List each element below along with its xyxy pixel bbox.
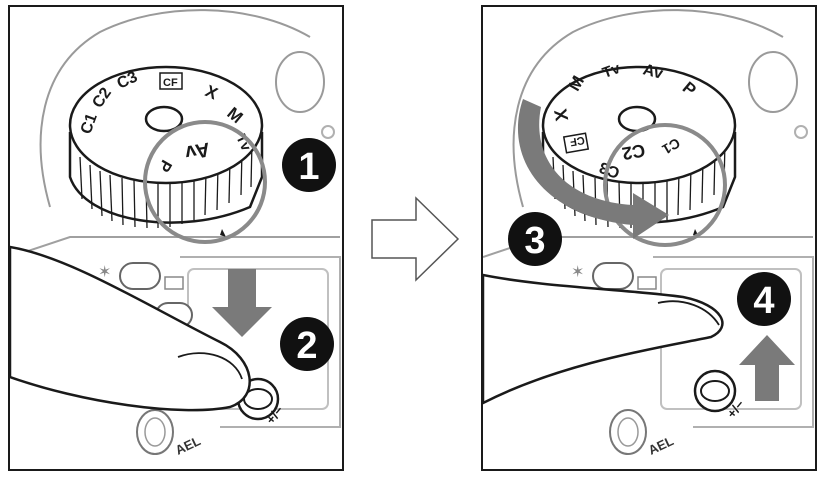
- step-panel-press: ✶ AEL +/− C1 C2: [8, 5, 344, 471]
- ael-button: [610, 410, 646, 454]
- knob: [749, 52, 797, 112]
- mode-dial: C1 C2 C3 CF X M Tv Av P: [70, 67, 262, 237]
- camera-illustration-right: ✶ AEL +/− CF X: [483, 7, 815, 469]
- dial-mode-label: C2: [621, 140, 647, 164]
- step-number: 1: [298, 146, 319, 188]
- step-number: 2: [296, 325, 317, 367]
- knob: [276, 52, 324, 112]
- ael-button: [137, 410, 173, 454]
- light-button: [120, 263, 160, 289]
- dial-mode-label: Av: [182, 138, 211, 164]
- camera-illustration-left: ✶ AEL +/− C1 C2: [10, 7, 342, 469]
- outline-right-arrow-icon: [370, 196, 460, 282]
- power-icon: [795, 126, 807, 138]
- light-button: [593, 263, 633, 289]
- dial-mode-label: CF: [163, 77, 178, 89]
- light-icon: ✶: [571, 264, 584, 281]
- step-number: 3: [524, 220, 545, 262]
- step-panel-rotate: ✶ AEL +/− CF X: [481, 5, 817, 471]
- finger: [483, 275, 722, 403]
- step-number: 4: [753, 280, 774, 322]
- down-arrow-icon: [212, 269, 272, 337]
- up-arrow-icon: [739, 335, 795, 401]
- ael-label: AEL: [646, 433, 676, 458]
- ael-label: AEL: [173, 433, 203, 458]
- dial-mode-label: CF: [569, 134, 586, 148]
- power-icon: [322, 126, 334, 138]
